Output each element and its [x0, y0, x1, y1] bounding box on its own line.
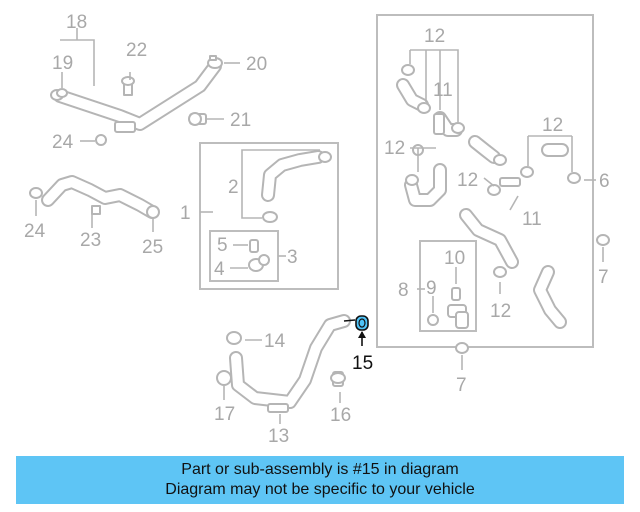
highlighted-part-15[interactable] [343, 315, 369, 346]
callout-18: 18 [66, 12, 87, 33]
bolt-22 [121, 76, 135, 96]
callout-12-d: 12 [542, 115, 563, 136]
hose-clamp-14 [226, 331, 242, 345]
callout-7-bottom: 7 [456, 375, 467, 396]
callout-7-right: 7 [598, 267, 609, 288]
callout-1: 1 [180, 203, 191, 224]
callout-24-top: 24 [52, 132, 74, 153]
callout-2: 2 [228, 177, 239, 198]
callout-23: 23 [80, 230, 101, 251]
callout-25: 25 [142, 237, 163, 258]
coolant-pipe-13 [229, 314, 351, 413]
clip-5 [249, 239, 259, 253]
hose-clamp-17 [216, 370, 232, 386]
group-box-6 [376, 14, 594, 348]
group-box-1 [199, 142, 339, 290]
bolt-21 [188, 112, 207, 126]
hose-clamp-24-left [29, 187, 43, 199]
group-box-8 [419, 240, 477, 332]
callout-24-left: 24 [24, 221, 46, 242]
callout-14: 14 [264, 331, 286, 352]
callout-13: 13 [268, 426, 289, 447]
callout-11-a: 11 [433, 80, 453, 101]
hoses-group-6 [396, 78, 569, 329]
callout-20: 20 [246, 54, 267, 75]
callout-12-b: 12 [384, 138, 405, 159]
hose-clamp-20 [207, 55, 223, 69]
info-banner: Part or sub-assembly is #15 in diagram D… [16, 456, 624, 504]
callout-12-c: 12 [457, 170, 478, 191]
callout-12-e: 12 [490, 301, 511, 322]
callout-15[interactable]: 15 [352, 353, 373, 374]
parts-diagram: 18 19 20 21 22 24 24 23 25 1 2 5 4 3 [24, 12, 610, 447]
callout-4: 4 [214, 259, 225, 280]
valve-group-8 [427, 287, 469, 329]
callout-12-a: 12 [424, 26, 445, 47]
callout-17: 17 [214, 404, 235, 425]
o-ring-4 [248, 254, 270, 272]
coolant-pipe-23 [41, 175, 159, 219]
callout-22: 22 [126, 40, 147, 61]
hose-clamp-24-top [95, 134, 107, 146]
callout-21: 21 [230, 110, 251, 131]
bolt-16 [330, 371, 346, 387]
callout-16: 16 [330, 405, 351, 426]
callout-11-b: 11 [522, 209, 542, 230]
hose-clamp-19 [56, 88, 68, 98]
hose-clamp-25 [146, 205, 160, 219]
hose-clamp-7-bottom [455, 342, 469, 354]
hose-clamp-7-right [596, 234, 610, 246]
callout-9: 9 [426, 278, 437, 299]
callout-19: 19 [52, 53, 73, 74]
hose-2 [261, 150, 332, 223]
callout-8: 8 [398, 280, 409, 301]
callout-3: 3 [287, 247, 298, 268]
banner-line-2: Diagram may not be specific to your vehi… [165, 481, 475, 498]
callout-6: 6 [599, 171, 610, 192]
callout-5: 5 [217, 235, 228, 256]
clamps-group-6 [401, 64, 581, 278]
callout-10: 10 [444, 248, 465, 269]
banner-line-1: Part or sub-assembly is #15 in diagram [181, 461, 459, 478]
